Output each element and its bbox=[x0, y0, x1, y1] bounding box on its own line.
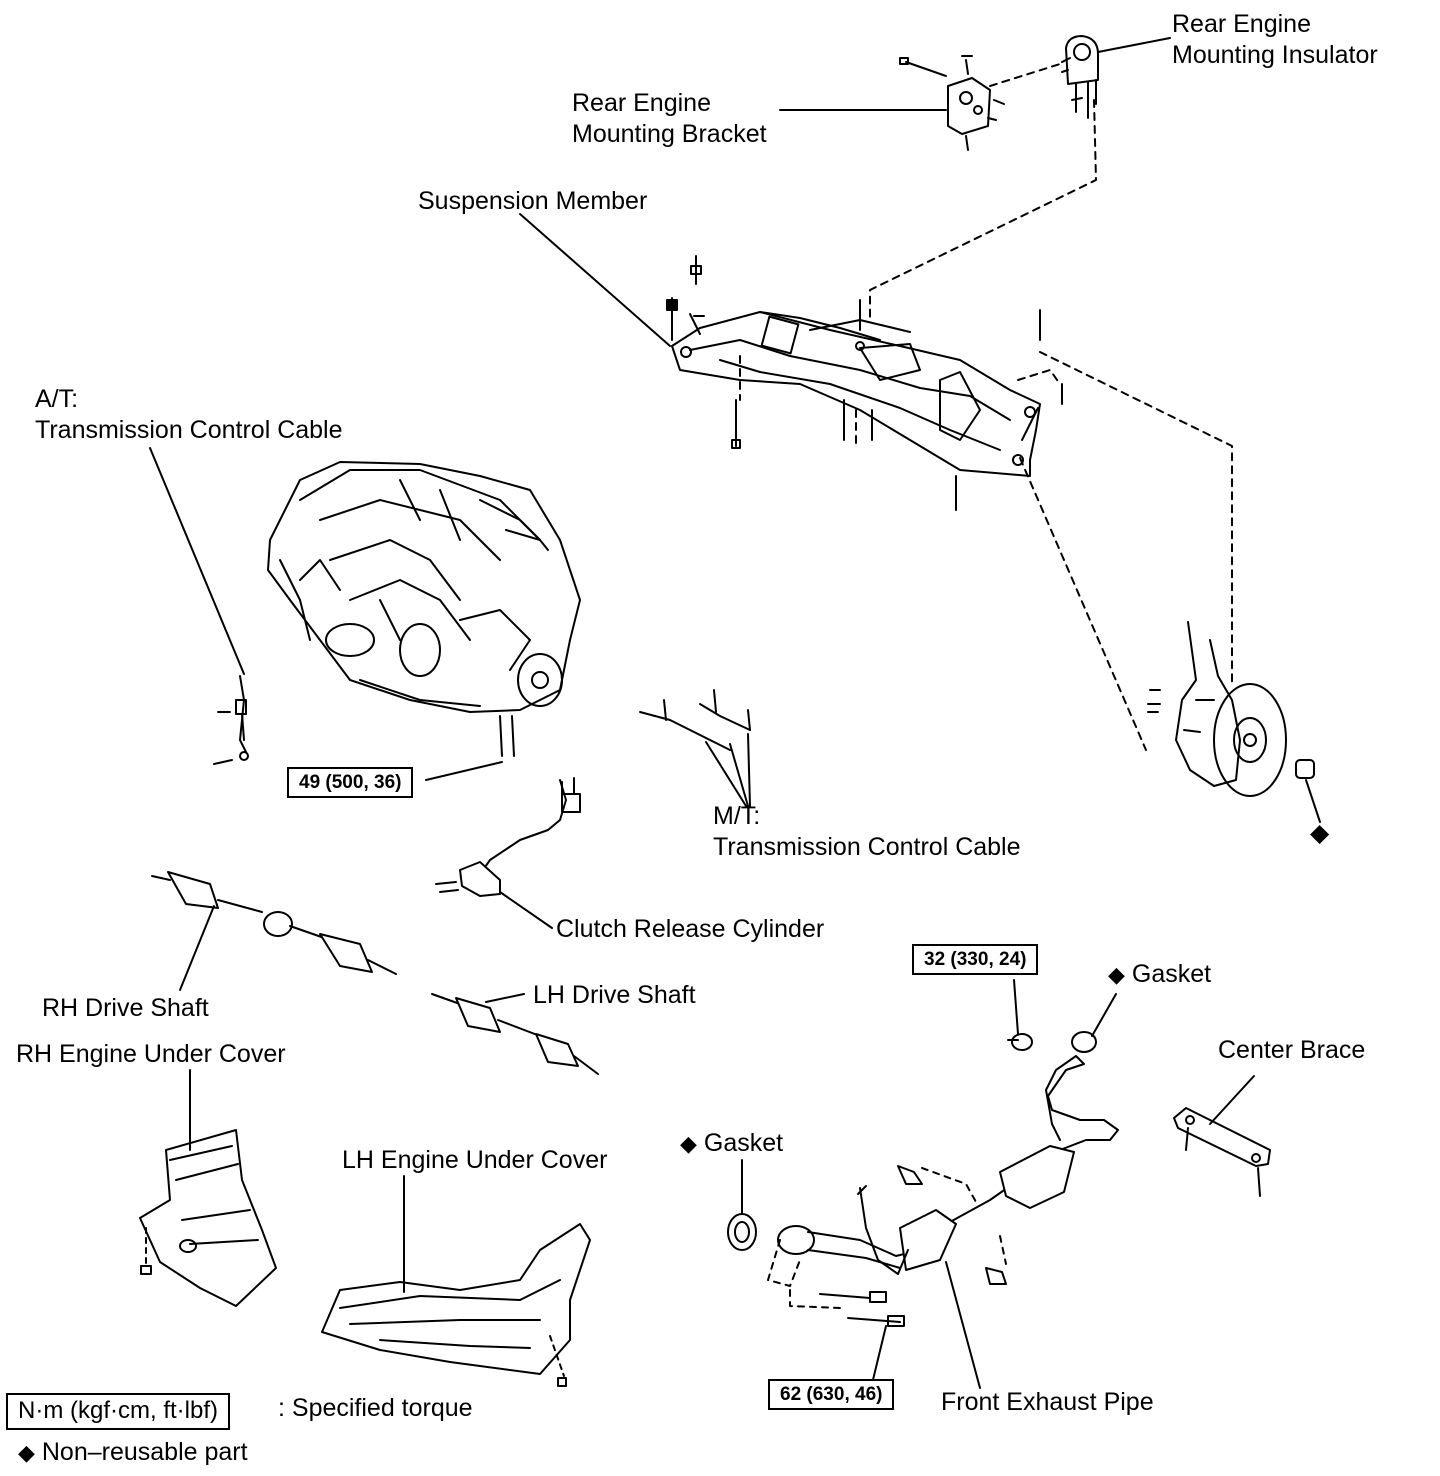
torque-exhaust-clamp: 32 (330, 24) bbox=[912, 944, 1039, 975]
lh-engine-under-cover-drawing bbox=[321, 1175, 591, 1387]
label-mt-transmission-control-cable: M/T: Transmission Control Cable bbox=[713, 801, 1021, 863]
label-center-brace: Center Brace bbox=[1218, 1036, 1366, 1064]
front-exhaust-pipe-drawing bbox=[727, 979, 1119, 1389]
label-line: Mounting Insulator bbox=[1172, 41, 1378, 69]
label-text: Gasket bbox=[703, 1129, 784, 1157]
label-line: A/T: bbox=[35, 385, 79, 413]
label-rear-engine-mounting-insulator: Rear Engine Mounting Insulator bbox=[1172, 9, 1378, 71]
suspension-bolts bbox=[666, 255, 1063, 511]
mt-transmission-cable-drawing bbox=[639, 689, 751, 807]
label-rear-engine-mounting-bracket: Rear Engine Mounting Bracket bbox=[572, 88, 767, 150]
rh-engine-under-cover-drawing bbox=[139, 1069, 277, 1307]
label-line: Rear Engine bbox=[1172, 10, 1311, 38]
legend-non-reusable: ◆ Non–reusable part bbox=[18, 1437, 248, 1468]
leader-engine-mount-torque bbox=[425, 761, 503, 781]
label-text: Gasket bbox=[1131, 960, 1212, 988]
torque-exhaust-flange: 62 (630, 46) bbox=[768, 1379, 895, 1410]
lh-drive-shaft-drawing bbox=[431, 993, 599, 1075]
non-reusable-diamond-icon: ◆ bbox=[1310, 819, 1330, 847]
legend-torque-unit-box: N·m (kgf·cm, ft·lbf) bbox=[6, 1393, 230, 1430]
non-reusable-diamond-icon: ◆ bbox=[18, 1440, 35, 1465]
label-lh-drive-shaft: LH Drive Shaft bbox=[533, 981, 696, 1009]
label-line: Transmission Control Cable bbox=[35, 416, 343, 444]
rear-engine-mounting-insulator-drawing bbox=[1061, 35, 1099, 119]
rear-engine-mounting-bracket-drawing bbox=[899, 55, 1005, 151]
label-line: Rear Engine bbox=[572, 89, 711, 117]
label-front-exhaust-pipe: Front Exhaust Pipe bbox=[941, 1388, 1154, 1416]
at-transmission-cable-drawing bbox=[149, 447, 249, 765]
center-brace-drawing bbox=[1173, 1075, 1271, 1197]
label-rh-drive-shaft: RH Drive Shaft bbox=[42, 994, 209, 1022]
label-gasket-lower: ◆ Gasket bbox=[680, 1128, 783, 1159]
suspension-member-drawing bbox=[671, 311, 1041, 477]
label-at-transmission-control-cable: A/T: Transmission Control Cable bbox=[35, 384, 343, 446]
label-line: Mounting Bracket bbox=[572, 120, 767, 148]
engine-transaxle-drawing bbox=[267, 461, 581, 757]
label-gasket-upper: ◆ Gasket bbox=[1108, 959, 1211, 990]
legend-torque-description: : Specified torque bbox=[278, 1394, 473, 1422]
rh-drive-shaft-drawing bbox=[151, 871, 397, 991]
label-clutch-release-cylinder: Clutch Release Cylinder bbox=[556, 915, 825, 943]
label-line: Transmission Control Cable bbox=[713, 833, 1021, 861]
label-suspension-member: Suspension Member bbox=[418, 187, 648, 215]
non-reusable-diamond-icon: ◆ bbox=[1108, 962, 1125, 987]
legend-non-reusable-text: Non–reusable part bbox=[41, 1438, 248, 1466]
label-rh-engine-under-cover: RH Engine Under Cover bbox=[16, 1040, 286, 1068]
clutch-release-cylinder-drawing bbox=[435, 777, 581, 929]
label-line: M/T: bbox=[713, 802, 761, 830]
torque-engine-mount: 49 (500, 36) bbox=[287, 767, 414, 798]
non-reusable-diamond-icon: ◆ bbox=[680, 1131, 697, 1156]
leader-insulator bbox=[1097, 37, 1171, 53]
leader-suspension-member bbox=[519, 213, 671, 347]
label-lh-engine-under-cover: LH Engine Under Cover bbox=[342, 1146, 608, 1174]
steering-knuckle-drawing bbox=[1147, 621, 1321, 823]
